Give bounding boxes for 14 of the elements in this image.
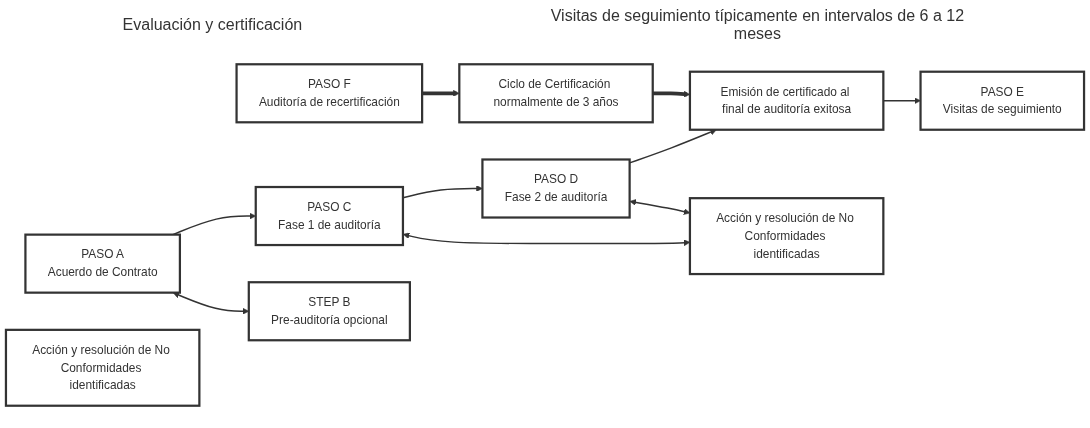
arrow bbox=[402, 185, 483, 199]
node-box: PASO F Auditoría de recertificación bbox=[235, 63, 424, 124]
node-box: PASO A Acuerdo de Contrato bbox=[24, 233, 181, 294]
node-box: PASO D Fase 2 de auditoría bbox=[481, 158, 631, 219]
node-box: Acción y resolución de No Conformidades identificadas bbox=[688, 197, 885, 276]
node-box: Emisión de certificado al final de auditoría exitosa bbox=[688, 70, 885, 131]
node-box: Acción y resolución de No Conformidades identificadas bbox=[4, 328, 201, 407]
section-heading: Visitas de seguimiento típicamente en intervalos de 6 a 12 meses bbox=[549, 7, 966, 43]
node-box: Ciclo de Certificación normalmente de 3 años bbox=[458, 63, 654, 124]
node-box: PASO E Visitas de seguimiento bbox=[919, 70, 1086, 131]
node-box: STEP B Pre-auditoría opcional bbox=[247, 281, 411, 342]
section-heading: Evaluación y certificación bbox=[122, 16, 303, 34]
arrow bbox=[422, 90, 460, 97]
node-box: PASO C Fase 1 de auditoría bbox=[254, 185, 405, 247]
